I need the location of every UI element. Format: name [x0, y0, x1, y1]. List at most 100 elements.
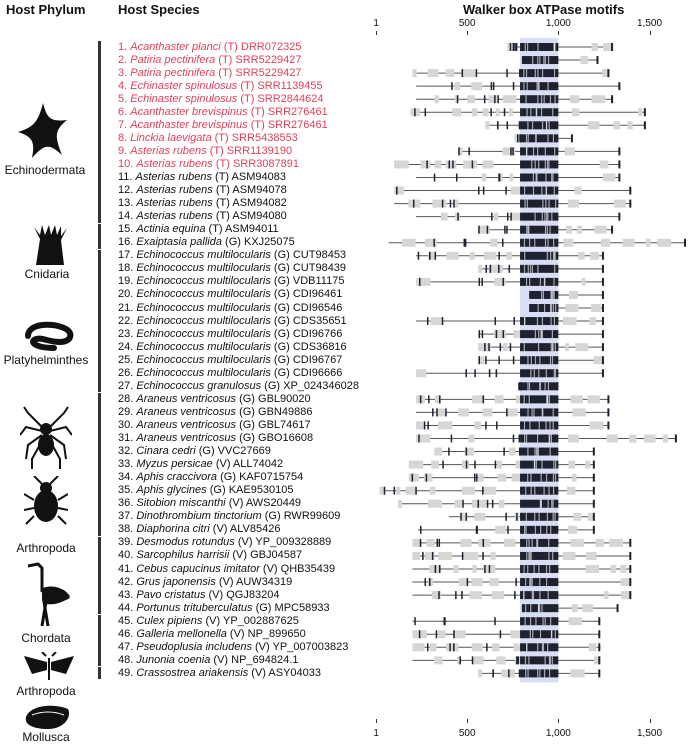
motif-stripe: [524, 199, 526, 208]
motif-stripe: [538, 369, 540, 378]
row-number: 43.: [118, 588, 137, 601]
source-tag: (T): [212, 210, 233, 223]
motif-stripe: [546, 395, 549, 404]
motif-stripe: [551, 330, 553, 339]
spider-icon: [20, 406, 72, 469]
motif-tick: [455, 591, 457, 600]
motif-tick: [490, 82, 493, 91]
accession: KXJ25075: [243, 236, 295, 249]
motif-tick: [436, 538, 438, 547]
motif-tick: [515, 578, 517, 587]
flatworm-icon: [25, 321, 74, 351]
motif-stripe: [541, 212, 543, 221]
phylum-label: Platyhelminthes: [3, 353, 89, 367]
motif-stripe: [549, 251, 552, 260]
motif-stripe: [534, 486, 536, 495]
sequence-block: [484, 251, 497, 260]
source-tag: (G): [236, 418, 259, 431]
motif-stripe: [527, 473, 529, 482]
sequence-block: [644, 434, 656, 443]
starfish-icon: [18, 103, 67, 158]
sequence-block: [622, 238, 635, 247]
motif-stripe: [539, 56, 541, 65]
motif-tick: [518, 121, 521, 130]
source-tag: (G): [270, 314, 293, 327]
motif-stripe: [542, 643, 545, 652]
accession: AWS20449: [245, 497, 302, 510]
sequence-block: [478, 473, 484, 482]
motif-stripe: [525, 277, 528, 286]
source-tag: (T): [237, 92, 258, 105]
row-number: 12.: [118, 184, 137, 197]
motif-tick: [426, 160, 428, 169]
motif-stripe: [539, 578, 541, 587]
source-tag: (V): [209, 523, 230, 536]
motif-stripe: [534, 238, 536, 247]
sequence-end-cap: [570, 134, 573, 143]
motif-tick: [492, 82, 495, 91]
sequence-block: [471, 578, 483, 587]
top-axis-tick-mark: [467, 31, 469, 35]
source-tag: (V): [212, 458, 233, 471]
species-name: Actinia equina: [136, 223, 206, 236]
top-axis-tick-mark: [376, 31, 378, 35]
motif-stripe: [528, 551, 530, 560]
motif-stripe: [524, 434, 526, 443]
sequence-block: [570, 669, 585, 678]
motif-stripe: [555, 460, 557, 469]
sequence-block: [494, 395, 504, 404]
motif-tick: [414, 108, 416, 117]
motif-tick: [453, 643, 455, 652]
motif-stripe: [527, 565, 529, 573]
species-name: Junonia coenia: [136, 653, 211, 666]
sequence-end-cap: [592, 473, 595, 482]
row-number: 20.: [118, 288, 137, 301]
motif-stripe: [523, 421, 526, 430]
motif-stripe: [543, 669, 546, 678]
motif-stripe: [553, 251, 555, 260]
species-row-label: 41. Cebus capucinus imitator (V) QHB3543…: [118, 563, 335, 576]
row-number: 32.: [118, 445, 137, 458]
sequence-block: [589, 317, 596, 326]
motif-stripe: [548, 199, 550, 208]
sequence-block: [590, 251, 600, 260]
sequence-block: [591, 304, 601, 312]
motif-tick: [518, 434, 521, 443]
motif-stripe: [537, 304, 539, 312]
motif-tick: [451, 82, 453, 91]
motif-tick: [512, 147, 514, 156]
accession: KAE9530105: [228, 484, 294, 497]
sequence-block: [511, 212, 526, 221]
sequence-block: [482, 408, 493, 417]
species-name: Culex pipiens: [136, 614, 203, 627]
source-tag: (G): [236, 432, 259, 444]
row-number: 38.: [118, 523, 137, 536]
motif-stripe: [528, 656, 530, 665]
accession: CDI96766: [292, 327, 343, 340]
sequence-block: [482, 108, 489, 117]
accession: SRR3087891: [232, 157, 300, 170]
walker-motif-block: [520, 134, 559, 143]
sequence-block: [490, 238, 498, 247]
sequence-block: [463, 160, 478, 169]
motif-tick: [512, 434, 515, 443]
sequence-block: [431, 460, 439, 469]
sequence-block: [454, 499, 463, 508]
phylum-bar: [98, 249, 101, 393]
motif-tick: [418, 434, 420, 443]
walker-motif-block: [520, 264, 559, 273]
motif-stripe: [545, 369, 547, 378]
motif-stripe: [536, 317, 539, 326]
sequence-block: [434, 395, 441, 404]
sequence-block: [429, 565, 440, 573]
accession: ALL74042: [232, 458, 284, 471]
motif-stripe: [549, 421, 551, 430]
sequence-block: [408, 473, 420, 482]
motif-stripe: [551, 499, 553, 508]
motif-stripe: [545, 186, 547, 195]
top-axis-tick-label: 1,000: [545, 18, 571, 29]
sequence-block: [434, 447, 443, 456]
motif-tick: [465, 447, 468, 456]
motif-stripe: [551, 656, 553, 665]
motif-stripe: [534, 512, 536, 521]
